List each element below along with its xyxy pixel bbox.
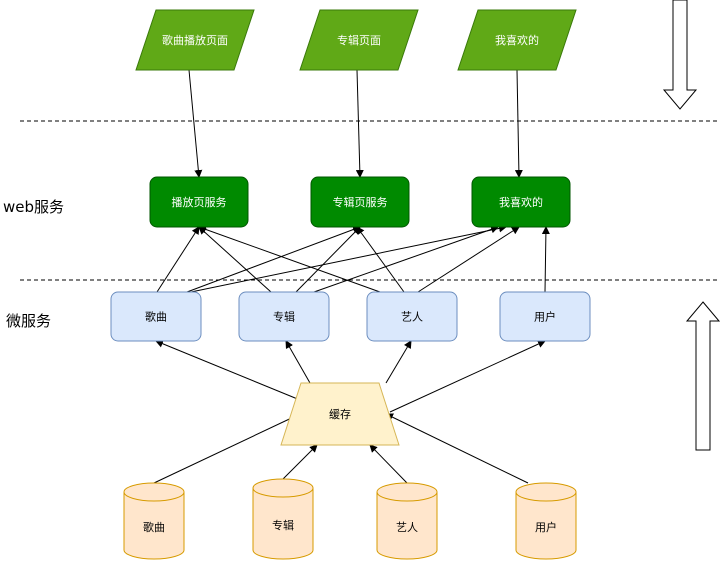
database-shape (252, 478, 314, 560)
layer-label-micro: 微服务 (6, 312, 51, 330)
connector-m2-to-w2 (295, 226, 361, 293)
page-shape (135, 9, 255, 71)
database-rim (515, 491, 577, 502)
page-label: 我喜欢的 (495, 33, 539, 47)
connector-p1-to-w1 (188, 69, 203, 178)
connector-d3-to-cache (369, 444, 408, 484)
page-label: 歌曲播放页面 (162, 33, 228, 47)
page-shape (299, 9, 419, 71)
connector-m2-to-w1 (198, 226, 272, 293)
connector-m1-to-w1 (156, 226, 200, 293)
database-rim (376, 491, 438, 502)
web-service-label: 我喜欢的 (499, 195, 543, 209)
page-node-3: 我喜欢的 (457, 9, 577, 71)
up-flow-arrow-icon (685, 301, 721, 451)
connector-m4-to-w3 (541, 226, 550, 293)
database-label: 歌曲 (143, 520, 165, 534)
database-shape (515, 482, 577, 560)
cache-node: 缓存 (280, 382, 400, 446)
web-service-node-3: 我喜欢的 (471, 176, 571, 228)
micro-service-label: 专辑 (273, 310, 295, 324)
micro-service-node-3: 艺人 (366, 291, 458, 342)
connector-m2-to-w3 (313, 225, 499, 293)
web-service-shape (471, 176, 571, 228)
database-node-2: 专辑 (252, 478, 314, 560)
connector-d1-to-cache (153, 413, 301, 484)
micro-service-shape (366, 291, 458, 342)
down-flow-arrow-icon (662, 0, 698, 110)
connector-m1-to-w3 (190, 224, 507, 293)
page-node-2: 专辑页面 (299, 9, 419, 71)
database-shape (123, 482, 185, 560)
connector-cache-to-m4 (389, 340, 546, 413)
layer-label-web: web服务 (3, 198, 64, 216)
micro-service-label: 艺人 (401, 311, 423, 324)
micro-service-node-2: 专辑 (238, 291, 330, 342)
node-layer: 歌曲播放页面专辑页面我喜欢的播放页服务专辑页服务我喜欢的歌曲专辑艺人用户缓存歌曲… (110, 9, 591, 560)
micro-service-label: 用户 (534, 310, 556, 324)
page-shape (457, 9, 577, 71)
micro-service-label: 歌曲 (145, 310, 167, 324)
connector-cache-to-m3 (385, 340, 412, 384)
database-node-1: 歌曲 (123, 482, 185, 560)
database-label: 用户 (535, 520, 557, 534)
database-rim (123, 491, 185, 502)
database-node-4: 用户 (515, 482, 577, 560)
connector-d2-to-cache (282, 444, 318, 480)
database-node-3: 艺人 (376, 482, 438, 560)
micro-service-node-4: 用户 (499, 291, 591, 342)
connector-cache-to-m1 (155, 339, 301, 401)
web-service-node-1: 播放页服务 (149, 176, 249, 228)
connector-m1-to-w2 (186, 225, 361, 293)
connector-d4-to-cache (385, 413, 529, 484)
connector-m3-to-w1 (198, 225, 381, 293)
database-rim (252, 487, 314, 498)
page-label: 专辑页面 (337, 33, 381, 47)
database-label: 专辑 (272, 518, 294, 532)
micro-service-shape (110, 291, 202, 342)
connector-layer (153, 69, 550, 484)
web-service-shape (149, 176, 249, 228)
cache-shape (280, 382, 400, 446)
micro-service-shape (499, 291, 591, 342)
connector-cache-to-m2 (285, 340, 311, 384)
connector-m3-to-w2 (356, 226, 405, 293)
web-service-label: 播放页服务 (172, 195, 227, 209)
database-label: 艺人 (396, 521, 418, 534)
connector-p3-to-w3 (514, 69, 523, 178)
micro-service-node-1: 歌曲 (110, 291, 202, 342)
cache-label: 缓存 (329, 407, 351, 421)
web-service-label: 专辑页服务 (333, 195, 388, 209)
connector-m3-to-w3 (417, 226, 520, 293)
web-service-node-2: 专辑页服务 (310, 176, 410, 228)
page-node-1: 歌曲播放页面 (135, 9, 255, 71)
database-shape (376, 482, 438, 560)
micro-service-shape (238, 291, 330, 342)
connector-p2-to-w2 (355, 69, 364, 178)
web-service-shape (310, 176, 410, 228)
